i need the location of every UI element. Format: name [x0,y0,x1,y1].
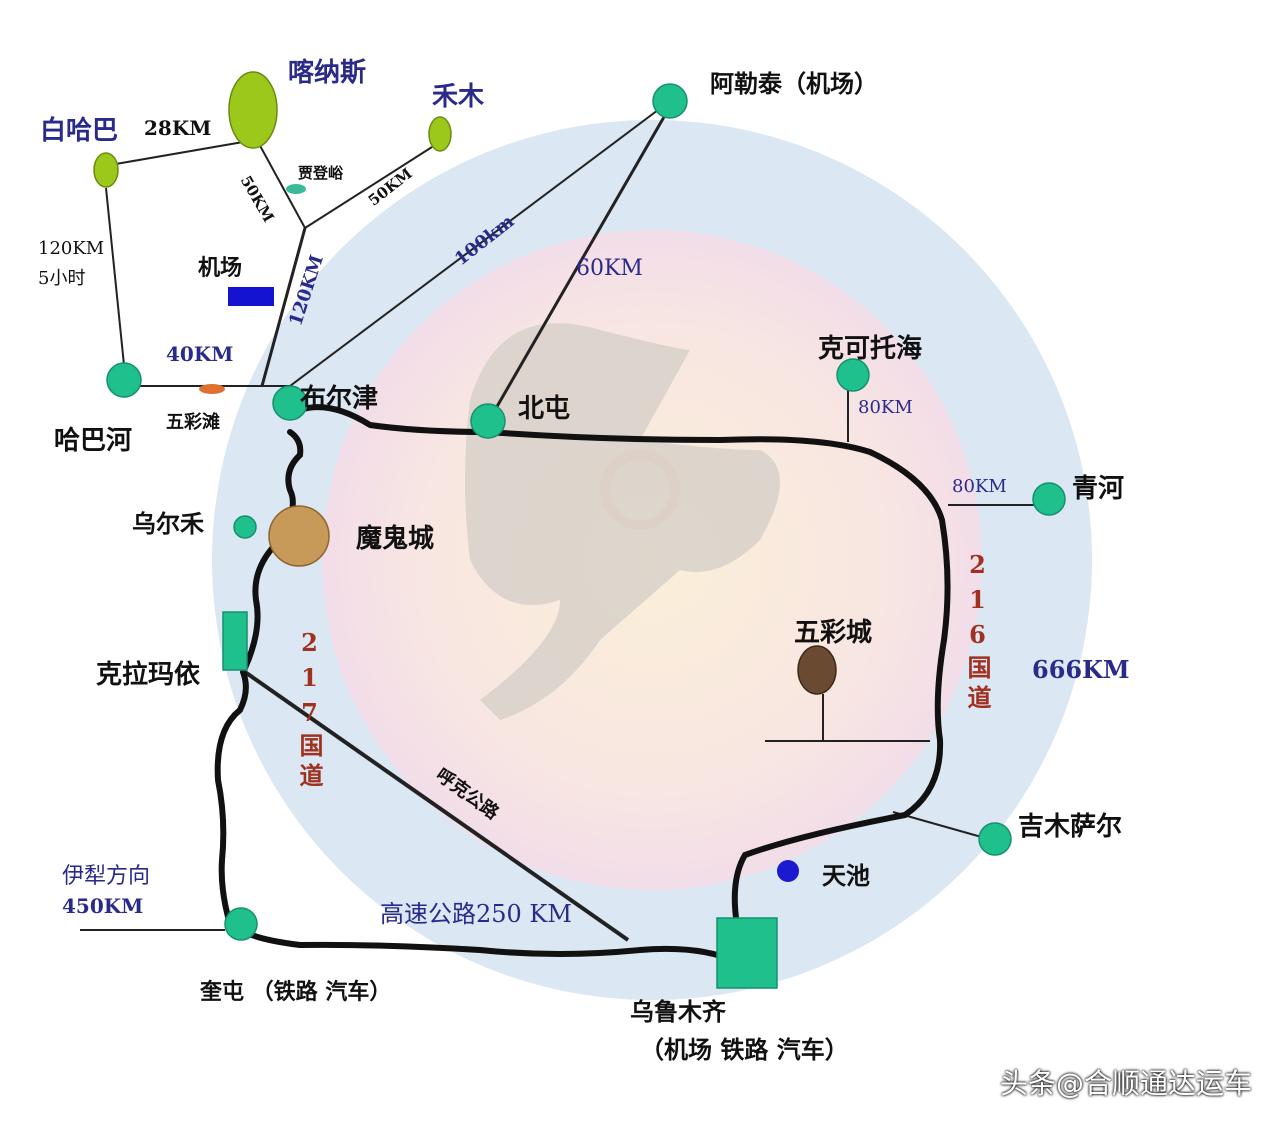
distance-habahe-burqin: 40KM [166,342,234,366]
distance-baihaba-kanas: 28KM [144,116,212,140]
tianchi-label: 天池 [822,861,870,890]
distance-koktokay: 80KM [858,397,913,418]
logo-spiral [600,450,680,530]
kuitun-marker[interactable] [224,907,258,941]
hemu-marker[interactable] [428,116,452,152]
wucaitan-marker[interactable] [199,384,225,394]
distance-loop-total: 666KM [1032,655,1130,684]
baihaba-marker[interactable] [93,152,119,188]
qinghe-marker[interactable] [1032,482,1066,516]
town-markers [106,83,1066,989]
karamay-marker[interactable] [222,611,248,671]
g216-label: 216国道 [963,550,992,715]
jimsar-marker[interactable] [978,822,1012,856]
jimsar-label: 吉木萨尔 [1018,812,1123,842]
hemu-label: 禾木 [432,82,485,112]
burqin-label: 布尔津 [300,384,379,414]
distance-baihaba-habahe: 120KM [38,238,105,259]
devil-city-label: 魔鬼城 [356,524,435,554]
jiadengyu-label: 贾登峪 [298,164,344,182]
habahe-label: 哈巴河 [54,426,133,456]
distance-yili: 450KM [62,894,144,918]
expressway-label: 高速公路250 KM [380,900,572,928]
altay-marker[interactable] [652,83,688,119]
distance-beitun-altay: 60KM [576,256,643,281]
wucaicheng-label: 五彩城 [794,618,873,648]
urumqi-label: 乌鲁木齐 [630,997,726,1026]
altay-label: 阿勒泰（机场） [710,69,878,98]
qinghe-label: 青河 [1072,474,1125,504]
wucaitan-label: 五彩滩 [166,412,220,433]
beitun-marker[interactable] [470,403,506,439]
devil-city-marker[interactable] [268,505,330,567]
jiadengyu-marker[interactable] [286,184,306,194]
habahe-marker[interactable] [106,362,142,398]
kanas-label: 喀纳斯 [288,58,367,88]
airport-marker[interactable] [228,287,274,306]
airport-label: 机场 [198,255,243,281]
yili-label: 伊犁方向 [62,864,151,889]
karamay-label: 克拉玛依 [96,660,201,690]
urumqi-marker[interactable] [716,917,778,989]
source-watermark: 头条@合顺通达运车 [999,1067,1252,1100]
baihaba-label: 白哈巴 [40,116,119,146]
wuerhe-marker[interactable] [233,515,257,539]
tianchi-marker[interactable] [777,860,799,882]
kanas-marker[interactable] [228,71,278,149]
koktokay-marker[interactable] [836,358,870,392]
beitun-label: 北屯 [518,394,571,424]
urumqi-transport-label: （机场 铁路 汽车） [640,1035,849,1064]
duration-baihaba-habahe: 5小时 [38,268,86,289]
wuerhe-label: 乌尔禾 [132,509,204,538]
koktokay-label: 克可托海 [818,334,923,364]
burqin-marker[interactable] [272,385,308,421]
distance-qinghe: 80KM [952,476,1007,497]
g217-label: 217国道 [295,628,324,793]
kuitun-label: 奎屯 （铁路 汽车） [200,979,392,1005]
wucaicheng-marker[interactable] [797,645,837,695]
